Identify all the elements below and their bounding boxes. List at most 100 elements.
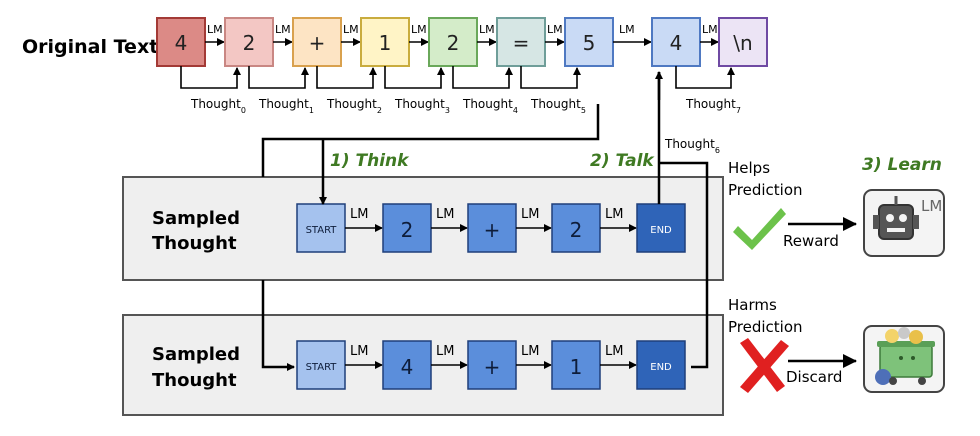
thought-token-text: 2: [570, 218, 583, 242]
thought-label: Thought6: [664, 137, 720, 155]
thought-label-sub: 7: [736, 106, 741, 115]
lm-label: LM: [619, 23, 635, 36]
think-flow-arrow-lower: [261, 280, 295, 371]
thought-label-sub: 5: [581, 106, 586, 115]
robot-lm-label: LM: [921, 197, 942, 215]
thought-connector: [520, 66, 581, 89]
trash-bin-icon: [863, 325, 945, 393]
thought-label-base: Thought: [462, 97, 513, 111]
thought-connector: [675, 66, 735, 89]
original-token-box: [292, 17, 342, 67]
harms-label-line2: Prediction: [728, 318, 803, 336]
cross-icon: [740, 338, 789, 393]
thought-label: Thought1: [258, 97, 314, 115]
thought-token-box: [636, 203, 686, 253]
original-token-box: [224, 17, 274, 67]
reward-label: Reward: [783, 232, 839, 250]
helps-label-line2: Prediction: [728, 181, 803, 199]
thought-token-box: [296, 340, 346, 390]
thought-token-text: 2: [401, 218, 414, 242]
thought-token-text: START: [306, 225, 338, 236]
sampled-thought-panel-helps: Sampled Thought START LM 2 LM + LM 2 LM END: [122, 176, 724, 281]
helps-label-line1: Helps: [728, 159, 770, 177]
thought-label-sub: 4: [513, 106, 518, 115]
lm-label: LM: [605, 207, 623, 222]
thought-label-base: Thought: [190, 97, 241, 111]
thought-label: Thought7: [685, 97, 741, 115]
lm-label: LM: [350, 207, 368, 222]
original-token-text: 1: [379, 31, 392, 55]
thought-label-sub: 2: [377, 106, 382, 115]
thought-token-box: [467, 203, 517, 253]
original-token-text: 4: [175, 31, 188, 55]
lm-label: LM: [343, 23, 359, 36]
lm-label: LM: [436, 207, 454, 222]
original-token-box: [718, 17, 768, 67]
panel-title-line2: Thought: [152, 233, 237, 254]
thought-token-text: END: [650, 362, 672, 373]
original-token-text: 5: [583, 31, 596, 55]
thought-token-text: +: [484, 218, 501, 242]
original-token-text: 2: [447, 31, 460, 55]
step-learn-label: 3) Learn: [862, 155, 942, 175]
lm-label: LM: [605, 344, 623, 359]
panel-title-line1: Sampled: [152, 344, 240, 365]
thought-token-text: END: [650, 225, 672, 236]
thought-connector: [384, 66, 445, 89]
think-flow-arrow: [261, 104, 600, 204]
thought-label-base: Thought: [394, 97, 445, 111]
thought-label: Thought5: [530, 97, 586, 115]
thought-label-sub: 0: [241, 106, 246, 115]
thought-label-base: Thought: [326, 97, 377, 111]
thought-label-base: Thought: [664, 137, 715, 151]
step-talk-label: 2) Talk: [590, 151, 655, 171]
thought-label: Thought0: [190, 97, 246, 115]
panel-title-line1: Sampled: [152, 208, 240, 229]
thought-token-text: START: [306, 362, 338, 373]
thought-label-base: Thought: [530, 97, 581, 111]
lm-label: LM: [479, 23, 495, 36]
lm-label: LM: [411, 23, 427, 36]
lm-label: LM: [350, 344, 368, 359]
thought-label-base: Thought: [258, 97, 309, 111]
thought-label-sub: 6: [715, 146, 720, 155]
thought-label-base: Thought: [685, 97, 736, 111]
thought-token-text: 1: [570, 355, 583, 379]
lm-label: LM: [436, 344, 454, 359]
original-text-label: Original Text: [22, 36, 158, 58]
robot-lm-icon: LM: [863, 189, 945, 257]
lm-label: LM: [207, 23, 223, 36]
thought-connector: [248, 66, 309, 89]
thought-label: Thought4: [462, 97, 518, 115]
step-think-label: 1) Think: [330, 151, 410, 171]
harms-label-line1: Harms: [728, 296, 777, 314]
thought-label: Thought2: [326, 97, 382, 115]
thought-connector: [180, 66, 241, 89]
thought-token-box: [551, 340, 601, 390]
original-token-text: 4: [670, 31, 683, 55]
lm-label: LM: [702, 23, 718, 36]
lm-label: LM: [275, 23, 291, 36]
check-icon: [733, 208, 786, 250]
thought-label-sub: 1: [309, 106, 314, 115]
thought-connector: [316, 66, 377, 89]
original-token-text: \n: [733, 31, 752, 55]
original-token-text: 2: [243, 31, 256, 55]
lm-label: LM: [521, 207, 539, 222]
discard-label: Discard: [786, 368, 842, 386]
thought-token-text: 4: [401, 355, 414, 379]
original-token-text: +: [309, 31, 326, 55]
thought-token-text: +: [484, 355, 501, 379]
thought-token-box: [467, 340, 517, 390]
thought-connector: [452, 66, 513, 89]
thought-label-sub: 3: [445, 106, 450, 115]
panel-title-line2: Thought: [152, 370, 237, 391]
thought-token-box: [382, 203, 432, 253]
original-token-text: =: [513, 31, 530, 55]
thought-token-box: [551, 203, 601, 253]
